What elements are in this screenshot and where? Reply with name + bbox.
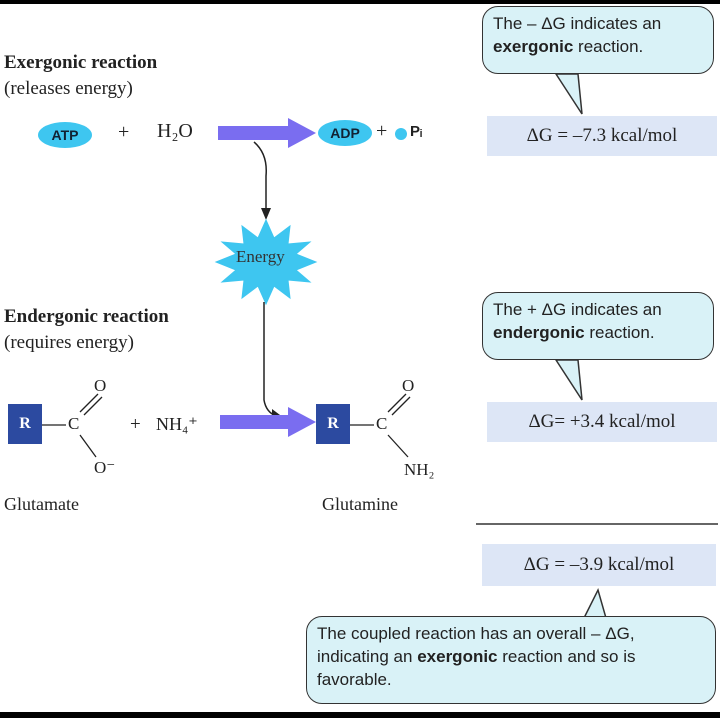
glutamate-oxygen-top: O xyxy=(94,376,107,395)
endergonic-subtitle: (requires energy) xyxy=(4,332,134,353)
phosphate-dot xyxy=(395,128,407,140)
exergonic-callout-line1: The – ΔG indicates an xyxy=(493,14,662,33)
coupled-delta-g: ΔG = –3.9 kcal/mol xyxy=(482,544,716,586)
exergonic-subtitle: (releases energy) xyxy=(4,78,133,99)
glutamine-amide-group: NH₂ xyxy=(404,460,435,479)
glutamine-oxygen-top: O xyxy=(402,376,415,395)
ammonium-label: NH₄⁺ xyxy=(156,414,198,434)
atp-label: ATP xyxy=(38,122,92,148)
water-label: H₂O xyxy=(157,120,193,142)
exergonic-title: Exergonic reaction xyxy=(4,52,158,73)
endergonic-callout-line1: The + ΔG indicates an xyxy=(493,300,662,319)
endergonic-reaction-arrow xyxy=(220,407,316,437)
exergonic-delta-g-value: ΔG = –7.3 kcal/mol xyxy=(526,125,678,146)
endergonic-title: Endergonic reaction xyxy=(4,306,169,327)
energy-label: Energy xyxy=(236,247,285,266)
coupled-callout-line1: The coupled reaction has an overall – ΔG… xyxy=(317,624,635,643)
coupled-callout-line2-post: reaction and so is xyxy=(502,646,636,666)
coupled-callout: The coupled reaction has an overall – ΔG… xyxy=(306,616,716,704)
plus-sign-2: + xyxy=(376,120,388,142)
endergonic-delta-g: ΔG= +3.4 kcal/mol xyxy=(487,402,717,442)
coupled-callout-bold: exergonic xyxy=(417,646,498,666)
plus-sign-3: + xyxy=(130,414,141,435)
phosphate-label: Pᵢ xyxy=(410,123,423,140)
glutamate-c-o-single-bond xyxy=(79,434,97,458)
exergonic-bubble-tail xyxy=(554,73,583,115)
endergonic-delta-g-value: ΔG= +3.4 kcal/mol xyxy=(528,411,676,432)
endergonic-callout-rest: reaction. xyxy=(589,322,655,342)
glutamine-c-o-double-bond-a xyxy=(387,393,407,413)
glutamine-c-o-double-bond-b xyxy=(391,396,411,416)
glutamate-c-o-double-bond-b xyxy=(83,396,103,416)
coupled-callout-line3: favorable. xyxy=(317,669,392,689)
glutamine-c-n-bond xyxy=(387,434,409,458)
exergonic-delta-g: ΔG = –7.3 kcal/mol xyxy=(487,116,717,156)
glutamine-carbon: C xyxy=(376,414,388,433)
exergonic-reaction-arrow xyxy=(218,118,316,148)
exergonic-callout: The – ΔG indicates an exergonic reaction… xyxy=(482,6,714,74)
energy-release-arrow xyxy=(253,141,267,210)
exergonic-callout-rest: reaction. xyxy=(578,36,644,56)
coupled-bubble-tail xyxy=(582,587,607,619)
endergonic-bubble-tail xyxy=(554,359,583,401)
energy-release-arrowhead xyxy=(261,208,271,220)
adp-label: ADP xyxy=(318,120,372,146)
coupled-delta-g-value: ΔG = –3.9 kcal/mol xyxy=(523,554,675,575)
coupled-callout-line2-pre: indicating an xyxy=(317,646,413,666)
glutamate-carbon: C xyxy=(68,414,80,433)
glutamate-label: Glutamate xyxy=(4,494,79,514)
glutamate-c-o-double-bond-a xyxy=(79,393,99,413)
endergonic-callout: The + ΔG indicates an endergonic reactio… xyxy=(482,292,714,360)
plus-sign: + xyxy=(118,121,130,143)
energy-burst xyxy=(214,218,318,306)
diagram-canvas: Exergonic reaction (releases energy) ATP… xyxy=(0,4,720,712)
glutamate-r-group: R xyxy=(8,404,42,444)
endergonic-callout-bold: endergonic xyxy=(493,322,585,342)
glutamate-oxygen-minus: O⁻ xyxy=(94,458,116,477)
glutamine-r-group: R xyxy=(316,404,350,444)
glutamine-label: Glutamine xyxy=(322,494,398,514)
exergonic-callout-bold: exergonic xyxy=(493,36,574,56)
energy-input-arrow xyxy=(263,302,277,417)
